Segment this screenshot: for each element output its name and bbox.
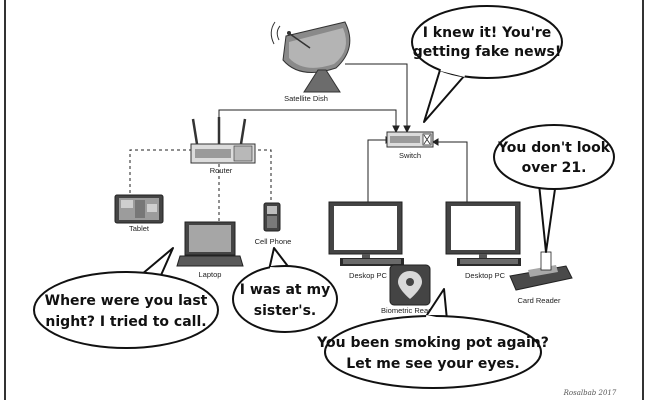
speech-text-phone-line1: I was at my xyxy=(240,282,330,298)
speech-text-bio-line2: Let me see your eyes. xyxy=(346,356,519,372)
laptop-label: Laptop xyxy=(199,270,222,279)
speech-bubble-cell-phone: I was at my sister's. xyxy=(232,247,338,333)
laptop-icon xyxy=(176,221,244,267)
tablet-label: Tablet xyxy=(129,224,150,233)
speech-text-phone-line2: sister's. xyxy=(254,303,317,319)
cell-phone-label: Cell Phone xyxy=(255,237,292,246)
cell-phone-icon xyxy=(263,202,281,232)
router-label: Router xyxy=(210,166,233,175)
speech-bubble-biometric: You been smoking pot again? Let me see y… xyxy=(316,288,549,389)
card-reader-icon xyxy=(509,251,573,291)
switch-label: Switch xyxy=(399,151,421,160)
speech-text-laptop-line2: night? I tried to call. xyxy=(45,314,206,330)
speech-text-card-line1: You don't look xyxy=(497,140,611,156)
arrow-dish-switch xyxy=(403,125,411,134)
satellite-dish-label: Satellite Dish xyxy=(284,94,328,103)
desktop-pc-left-icon xyxy=(328,201,404,266)
card-reader-label: Card Reader xyxy=(518,296,561,305)
link-dish-switch xyxy=(345,63,408,126)
link-desktop-left-switch xyxy=(367,139,386,202)
link-router-switch xyxy=(218,109,397,142)
speech-bubble-switch: I knew it! You're getting fake news! xyxy=(411,5,563,123)
speech-text-laptop-line1: Where were you last xyxy=(45,293,208,309)
satellite-dish-icon xyxy=(270,21,351,93)
link-router-tablet xyxy=(129,149,192,195)
biometric-reader-icon xyxy=(389,264,431,306)
biometric-reader-label: Biometric Reader xyxy=(381,306,439,315)
desktop-pc-right-label: Desktop PC xyxy=(465,271,506,280)
router-icon xyxy=(190,117,256,164)
speech-text-switch-line2: getting fake news! xyxy=(413,44,562,60)
arrow-router-switch xyxy=(392,125,400,134)
arrow-desktop-right-switch xyxy=(432,138,439,146)
link-desktop-right-switch xyxy=(438,141,468,202)
speech-text-card-line2: over 21. xyxy=(522,160,587,176)
speech-text-bio-line1: You been smoking pot again? xyxy=(316,335,549,351)
desktop-pc-left-label: Deskop PC xyxy=(349,271,388,280)
speech-text-switch-line1: I knew it! You're xyxy=(423,25,552,41)
tablet-icon xyxy=(114,194,164,224)
speech-bubble-card-reader: You don't look over 21. xyxy=(493,124,615,253)
speech-bubble-laptop: Where were you last night? I tried to ca… xyxy=(33,247,219,349)
artist-signature: Rosalbab 2017 xyxy=(563,389,617,397)
desktop-pc-right-icon xyxy=(445,201,521,266)
switch-icon xyxy=(386,131,434,148)
